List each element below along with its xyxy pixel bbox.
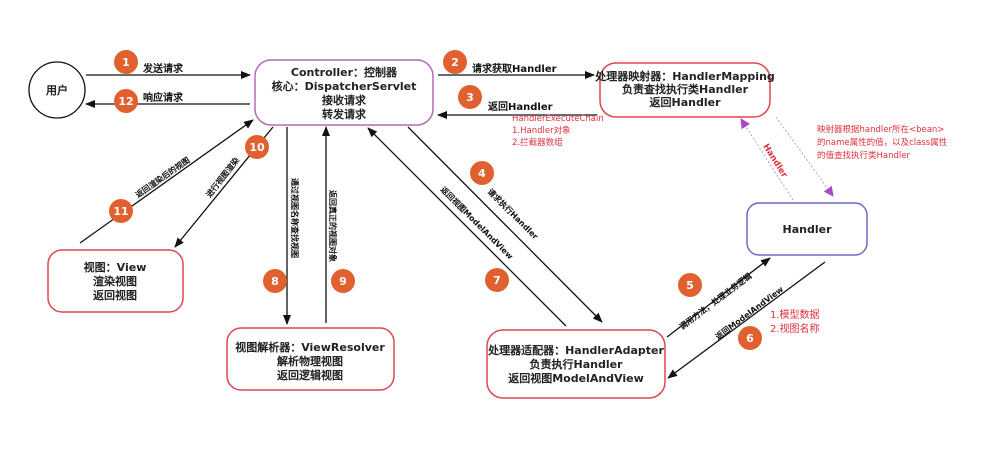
svg-text:1: 1 xyxy=(122,56,130,69)
dotted-arrow-mapping-to-handler xyxy=(775,116,834,197)
user-node: 用户 xyxy=(28,61,86,119)
view-line: 渲染视图 xyxy=(93,274,137,288)
svg-text:6: 6 xyxy=(746,332,754,345)
svg-text:5: 5 xyxy=(686,279,694,292)
step-badge-2: 2 xyxy=(443,50,467,74)
step-2-label: 请求获取Handler xyxy=(472,62,557,75)
step-badge-9: 9 xyxy=(331,269,355,293)
step-badge-8: 8 xyxy=(263,269,287,293)
svg-text:9: 9 xyxy=(339,275,347,288)
step-badge-10: 10 xyxy=(245,135,269,159)
adapter-line: 负责执行Handler xyxy=(530,357,624,371)
mapping-rule-note: 映射器根据handler所在<bean> 的name属性的值，以及class属性… xyxy=(817,124,948,161)
view-box: 视图：View 渲染视图 返回视图 xyxy=(47,249,184,313)
resolver-title: 视图解析器：ViewResolver xyxy=(235,340,385,354)
step-8-label: 通过视图名称查找视图 xyxy=(290,178,300,258)
svg-text:10: 10 xyxy=(249,141,265,154)
adapter-line: 返回视图ModelAndView xyxy=(508,371,644,385)
handler-mapping-box: 处理器映射器：HandlerMapping 负责查找执行类Handler 返回H… xyxy=(594,62,775,118)
view-line: 返回视图 xyxy=(93,288,137,302)
svg-text:8: 8 xyxy=(271,275,279,288)
svg-text:映射器根据handler所在<bean>: 映射器根据handler所在<bean> xyxy=(817,124,944,135)
step-3-label: 返回Handler xyxy=(488,100,553,113)
mapping-title: 处理器映射器：HandlerMapping xyxy=(594,69,775,83)
svg-text:12: 12 xyxy=(118,95,133,108)
handler-title: Handler xyxy=(783,223,833,236)
step-badge-12: 12 xyxy=(114,89,138,113)
step-badges: 1 2 3 4 5 6 7 8 9 10 11 12 xyxy=(109,50,762,350)
step-12-label: 响应请求 xyxy=(143,91,184,104)
controller-line: 转发请求 xyxy=(322,107,367,121)
svg-text:1.模型数据: 1.模型数据 xyxy=(770,308,820,321)
controller-line: 接收请求 xyxy=(322,93,367,107)
step-1-label: 发送请求 xyxy=(142,62,184,75)
svg-text:的值查找执行类Handler: 的值查找执行类Handler xyxy=(817,150,910,161)
handler-return-label: Handler xyxy=(760,142,789,180)
step-badge-5: 5 xyxy=(678,273,702,297)
controller-title: Controller：控制器 xyxy=(291,65,398,79)
model-note: 1.模型数据 2.视图名称 xyxy=(770,308,820,335)
adapter-title: 处理器适配器：HandlerAdapter xyxy=(487,343,664,357)
svg-text:2: 2 xyxy=(451,56,459,69)
svg-text:4: 4 xyxy=(478,167,486,180)
arrow-6 xyxy=(667,261,826,379)
step-badge-1: 1 xyxy=(114,50,138,74)
step-badge-4: 4 xyxy=(470,161,494,185)
step-badge-3: 3 xyxy=(458,85,482,109)
view-title: 视图：View xyxy=(84,260,147,274)
controller-box: Controller：控制器 核心：DispatcherServlet 接收请求… xyxy=(254,59,434,126)
handler-execute-chain-note: HandlerExecuteChain 1.Handler对象 2.拦截器数组 xyxy=(512,114,604,148)
controller-core: 核心：DispatcherServlet xyxy=(272,79,417,93)
svg-text:HandlerExecuteChain: HandlerExecuteChain xyxy=(512,114,604,124)
svg-text:1.Handler对象: 1.Handler对象 xyxy=(512,125,571,136)
step-9-label: 返回真正的视图对象 xyxy=(328,190,338,262)
mapping-line: 负责查找执行类Handler xyxy=(622,82,749,96)
svg-text:2.视图名称: 2.视图名称 xyxy=(770,322,820,335)
user-label: 用户 xyxy=(46,83,68,97)
step-badge-7: 7 xyxy=(485,268,509,292)
handler-box: Handler xyxy=(746,202,868,256)
view-resolver-box: 视图解析器：ViewResolver 解析物理视图 返回逻辑视图 xyxy=(226,327,395,391)
svg-text:11: 11 xyxy=(113,205,128,218)
svg-text:3: 3 xyxy=(466,91,474,104)
svg-text:7: 7 xyxy=(493,274,501,287)
arrows xyxy=(79,71,826,379)
dotted-arrow-handler-to-mapping xyxy=(740,118,794,201)
step-badge-6: 6 xyxy=(738,326,762,350)
arrow-4 xyxy=(407,126,603,323)
step-10-label: 进行视图渲染 xyxy=(204,154,242,199)
mapping-line: 返回Handler xyxy=(650,95,722,109)
resolver-line: 返回逻辑视图 xyxy=(277,368,343,382)
arrow-11 xyxy=(79,119,254,244)
step-11-label: 返回渲染后的视图 xyxy=(133,155,191,200)
svg-text:2.拦截器数组: 2.拦截器数组 xyxy=(512,137,563,148)
resolver-line: 解析物理视图 xyxy=(277,354,343,368)
arrow-7 xyxy=(367,127,567,327)
arrow-5 xyxy=(666,257,771,338)
step-badge-11: 11 xyxy=(109,199,133,223)
dotted-arrows xyxy=(740,116,834,201)
handler-adapter-box: 处理器适配器：HandlerAdapter 负责执行Handler 返回视图Mo… xyxy=(486,329,666,399)
svg-text:的name属性的值，以及class属性: 的name属性的值，以及class属性 xyxy=(817,137,948,148)
